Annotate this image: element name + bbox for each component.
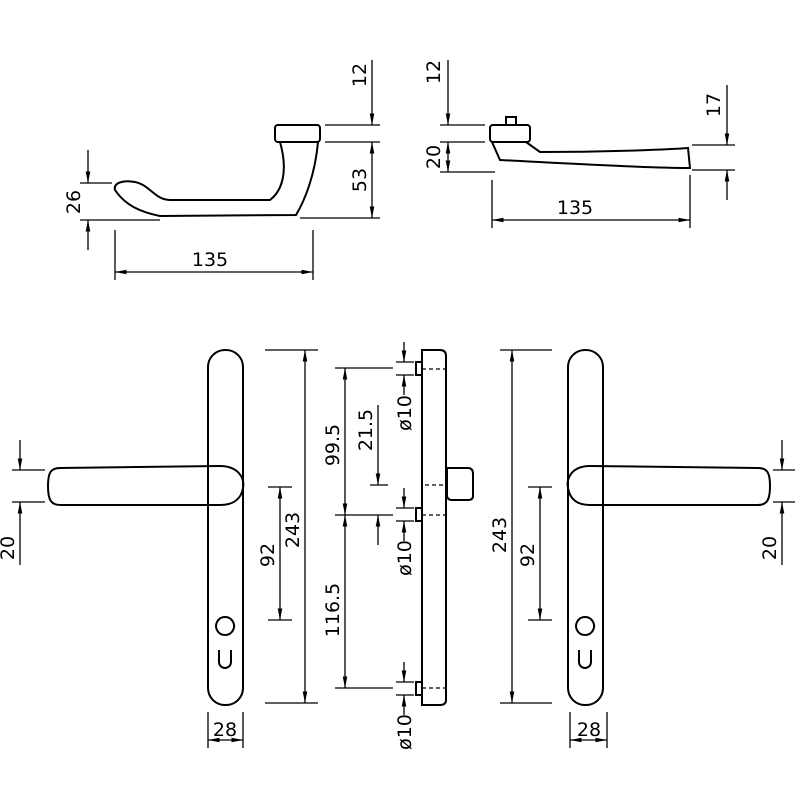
dim-plate-width-28: 28: [213, 719, 237, 741]
dim-drop-53: 53: [349, 168, 371, 192]
front-left-view: 28 20 92 243: [0, 349, 318, 748]
dim-lever-20: 20: [0, 536, 19, 560]
dim-width-135-top: 135: [557, 197, 593, 219]
dim-width-135: 135: [192, 249, 228, 271]
dim-243: 243: [282, 512, 304, 548]
dim-bolt-top: ø10: [394, 395, 416, 431]
dim-offset-20: 20: [423, 145, 445, 169]
dim-92-right: 92: [517, 543, 539, 567]
dim-rose-12: 12: [349, 63, 371, 87]
top-right-lever-view: 135 12 20 17: [423, 60, 735, 228]
dim-tip-17: 17: [703, 93, 725, 117]
dim-bolt-mid: ø10: [394, 540, 416, 576]
dim-116-5: 116.5: [322, 583, 344, 637]
dim-99-5: 99.5: [322, 424, 344, 466]
side-view: 99.5 116.5 21.5 ø10 ø10 ø10: [322, 342, 474, 750]
dim-243-right: 243: [489, 517, 511, 553]
dim-lever-20-right: 20: [759, 536, 781, 560]
dim-92: 92: [257, 543, 279, 567]
bolt-dims: ø10 ø10 ø10: [394, 342, 416, 750]
dim-21-5: 21.5: [355, 409, 377, 451]
front-right-view: 28 243 92 20: [489, 349, 795, 748]
dim-rose-12-top: 12: [423, 60, 445, 84]
dim-grip-26: 26: [63, 190, 85, 214]
dim-plate-width-28-right: 28: [577, 719, 601, 741]
dim-bolt-bottom: ø10: [394, 714, 416, 750]
top-left-lever-view: 135 26 12 53: [63, 60, 380, 280]
